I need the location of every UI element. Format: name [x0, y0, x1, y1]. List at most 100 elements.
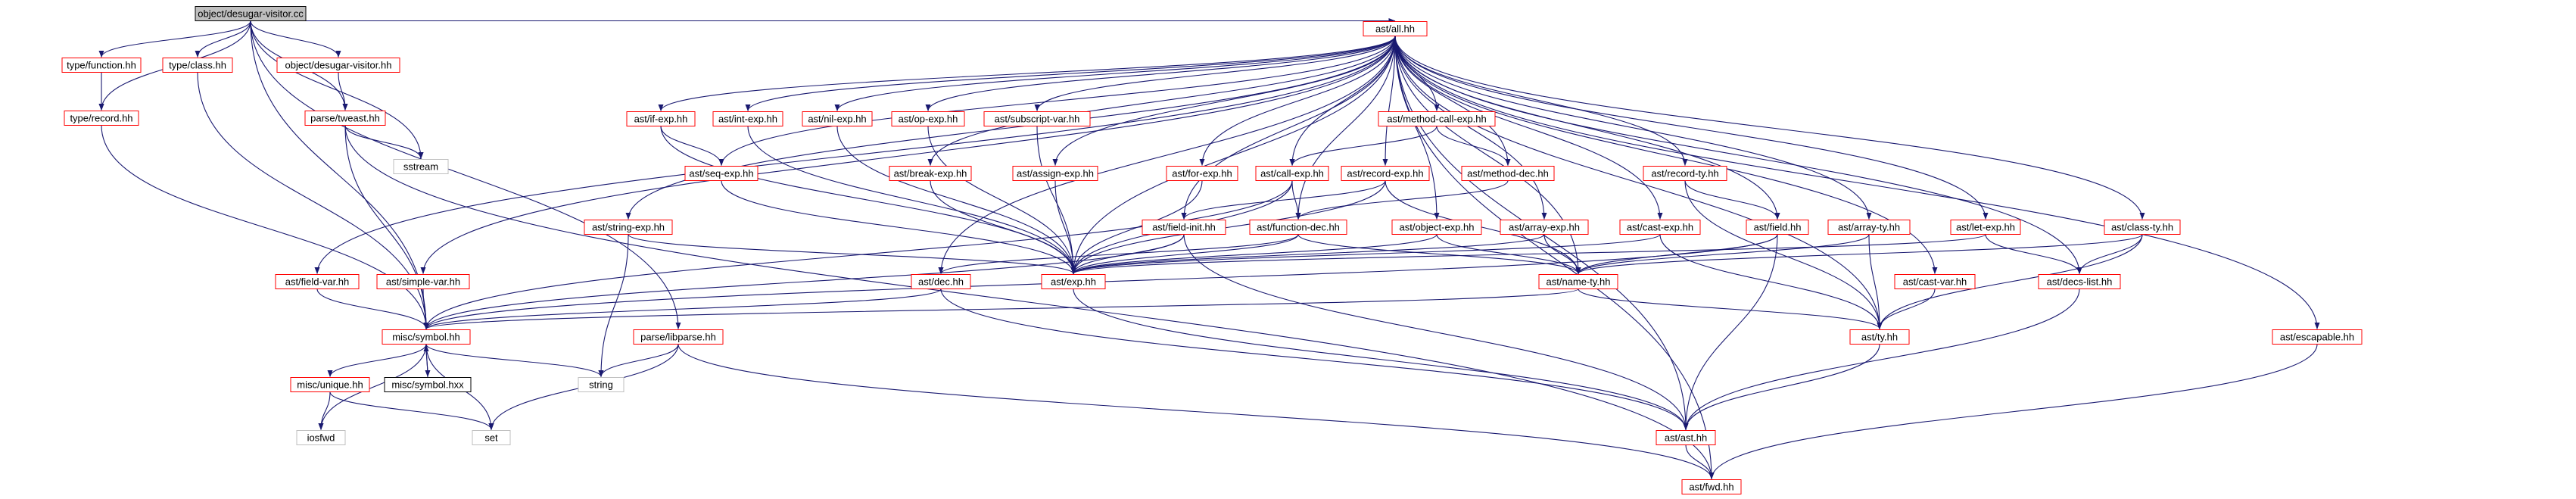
- node-ast-ty[interactable]: ast/ty.hh: [1849, 329, 1910, 345]
- node-ast-method-dec[interactable]: ast/method-dec.hh: [1461, 166, 1555, 181]
- node-ast-function-dec[interactable]: ast/function-dec.hh: [1249, 220, 1347, 235]
- edge-ast_field_var-to-misc_symbol: [316, 288, 429, 329]
- node-label: misc/symbol.hxx: [391, 379, 464, 391]
- node-label: parse/tweast.hh: [310, 113, 380, 124]
- node-ast-int-exp[interactable]: ast/int-exp.hh: [712, 111, 783, 126]
- node-box: [1363, 21, 1428, 36]
- node-ast-record-ty[interactable]: ast/record-ty.hh: [1643, 166, 1727, 181]
- edge-ast_field-to-ast_ast: [1683, 234, 1778, 430]
- node-label: type/function.hh: [67, 60, 136, 71]
- edge-ast_all-to-ast_assign_exp: [1052, 36, 1396, 166]
- node-label: set: [484, 432, 498, 444]
- edge-parse_libparse-to-string: [598, 344, 679, 377]
- node-ast-nil-exp[interactable]: ast/nil-exp.hh: [802, 111, 873, 126]
- node-ast-assign-exp[interactable]: ast/assign-exp.hh: [1012, 166, 1098, 181]
- node-ast-subscript-var[interactable]: ast/subscript-var.hh: [983, 111, 1091, 126]
- node-ast-op-exp[interactable]: ast/op-exp.hh: [891, 111, 965, 126]
- node-label: ast/assign-exp.hh: [1017, 168, 1094, 179]
- edge-ast_all-to-ast_op_exp: [925, 36, 1396, 111]
- node-ast-field-init[interactable]: ast/field-init.hh: [1142, 220, 1226, 235]
- edge-ast_all-to-ast_seq_exp: [718, 36, 1396, 166]
- node-ast-cast-var[interactable]: ast/cast-var.hh: [1894, 274, 1976, 289]
- node-ast-break-exp[interactable]: ast/break-exp.hh: [889, 166, 972, 181]
- node-label: ast/method-dec.hh: [1467, 168, 1549, 179]
- node-ast-record-exp[interactable]: ast/record-exp.hh: [1341, 166, 1430, 181]
- node-label: ast/fwd.hh: [1689, 482, 1733, 493]
- node-box: [195, 6, 307, 21]
- node-label: ast/simple-var.hh: [386, 276, 460, 288]
- node-ast-if-exp[interactable]: ast/if-exp.hh: [626, 111, 696, 126]
- node-label: iosfwd: [307, 432, 335, 444]
- node-ast-method-call-exp[interactable]: ast/method-call-exp.hh: [1378, 111, 1496, 126]
- node-label: ast/seq-exp.hh: [689, 168, 753, 179]
- edge-ast_all-to-ast_cast_var: [1394, 36, 1938, 274]
- node-ast-fwd[interactable]: ast/fwd.hh: [1681, 479, 1742, 494]
- node-ast-escapable[interactable]: ast/escapable.hh: [2272, 329, 2363, 345]
- node-label: ast/dec.hh: [918, 276, 964, 288]
- node-ast-array-exp[interactable]: ast/array-exp.hh: [1500, 220, 1589, 235]
- edge-ast_all-to-ast_simple_var: [420, 36, 1396, 274]
- node-ast-string-exp[interactable]: ast/string-exp.hh: [584, 220, 673, 235]
- node-ast-array-ty[interactable]: ast/array-ty.hh: [1827, 220, 1911, 235]
- edge-ast_record_ty-to-ast_ty: [1684, 180, 1883, 329]
- edge-ast_cast_exp-to-ast_exp: [1070, 234, 1661, 274]
- node-type-class[interactable]: type/class.hh: [162, 58, 233, 73]
- node-ast-exp[interactable]: ast/exp.hh: [1041, 274, 1106, 289]
- node-object-desugar[interactable]: object/desugar-visitor.hh: [276, 58, 400, 73]
- edge-object_desugar-to-parse_tweast: [338, 72, 348, 111]
- node-ast-object-exp[interactable]: ast/object-exp.hh: [1391, 220, 1482, 235]
- node-parse-libparse[interactable]: parse/libparse.hh: [633, 329, 724, 345]
- node-label: ast/record-exp.hh: [1347, 168, 1423, 179]
- node-ast-let-exp[interactable]: ast/let-exp.hh: [1950, 220, 2021, 235]
- edge-ast_all-to-ast_subscript_var: [1034, 36, 1396, 111]
- node-misc-symbol[interactable]: misc/symbol.hh: [382, 329, 471, 345]
- node-box: [712, 111, 783, 126]
- node-layer: object/desugar-visitor.cc type/function.h…: [61, 6, 2363, 494]
- node-ast-ast[interactable]: ast/ast.hh: [1656, 430, 1716, 445]
- node-label: ast/cast-var.hh: [1903, 276, 1967, 288]
- node-box: [1255, 166, 1329, 181]
- node-ast-decs-list[interactable]: ast/decs-list.hh: [2038, 274, 2121, 289]
- node-box: [304, 111, 386, 126]
- node-parse-tweast[interactable]: parse/tweast.hh: [304, 111, 386, 126]
- node-label: ast/field-var.hh: [285, 276, 350, 288]
- edge-ast_all-to-ast_cast_exp: [1394, 36, 1663, 220]
- edge-type_record-to-misc_symbol: [101, 125, 429, 329]
- edge-ast_assign_exp-to-ast_exp: [1054, 180, 1076, 274]
- node-ast-seq-exp[interactable]: ast/seq-exp.hh: [684, 166, 758, 181]
- node-root[interactable]: object/desugar-visitor.cc: [195, 6, 307, 21]
- node-label: ast/function-dec.hh: [1257, 222, 1340, 233]
- node-ast-simple-var[interactable]: ast/simple-var.hh: [376, 274, 470, 289]
- edge-ast_if_exp-to-ast_exp: [660, 126, 1076, 274]
- node-type-function[interactable]: type/function.hh: [61, 58, 142, 73]
- node-label: ast/op-exp.hh: [899, 114, 958, 125]
- node-ast-for-exp[interactable]: ast/for-exp.hh: [1166, 166, 1238, 181]
- node-ast-field[interactable]: ast/field.hh: [1746, 220, 1809, 235]
- node-ast-cast-exp[interactable]: ast/cast-exp.hh: [1619, 220, 1701, 235]
- node-label: ast/subscript-var.hh: [995, 114, 1080, 125]
- node-ast-field-var[interactable]: ast/field-var.hh: [275, 274, 360, 289]
- edge-ast_all-to-ast_array_exp: [1394, 36, 1547, 220]
- edge-ast_exp-to-ast_ast: [1073, 288, 1689, 430]
- edge-root-to-misc_symbol: [250, 20, 429, 329]
- edge-ast_let_exp-to-ast_decs_list: [1985, 234, 2082, 274]
- node-label: object/desugar-visitor.hh: [285, 60, 392, 71]
- edge-ast_if_exp-to-ast_seq_exp: [660, 126, 724, 166]
- edge-misc_symbol_hxx-to-misc_symbol: [423, 345, 429, 378]
- node-ast-name-ty[interactable]: ast/name-ty.hh: [1538, 274, 1618, 289]
- edge-ast_int_exp-to-ast_exp: [747, 126, 1076, 274]
- node-ast-call-exp[interactable]: ast/call-exp.hh: [1255, 166, 1329, 181]
- node-label: misc/unique.hh: [297, 379, 363, 391]
- edge-ast_all-to-ast_exp: [1070, 36, 1396, 274]
- edge-ast_all-to-ast_dec: [938, 36, 1396, 274]
- node-ast-all[interactable]: ast/all.hh: [1363, 21, 1428, 36]
- edge-ast_all-to-ast_nil_exp: [834, 36, 1396, 111]
- node-misc-unique[interactable]: misc/unique.hh: [290, 377, 370, 392]
- node-label: ast/all.hh: [1375, 23, 1415, 35]
- node-label: ast/field-init.hh: [1152, 222, 1216, 233]
- edge-root-to-sstream: [250, 20, 424, 159]
- node-ast-dec[interactable]: ast/dec.hh: [911, 274, 971, 289]
- node-label: ast/let-exp.hh: [1956, 222, 2015, 233]
- node-ast-class-ty[interactable]: ast/class-ty.hh: [2104, 220, 2181, 235]
- node-type-record[interactable]: type/record.hh: [64, 111, 139, 126]
